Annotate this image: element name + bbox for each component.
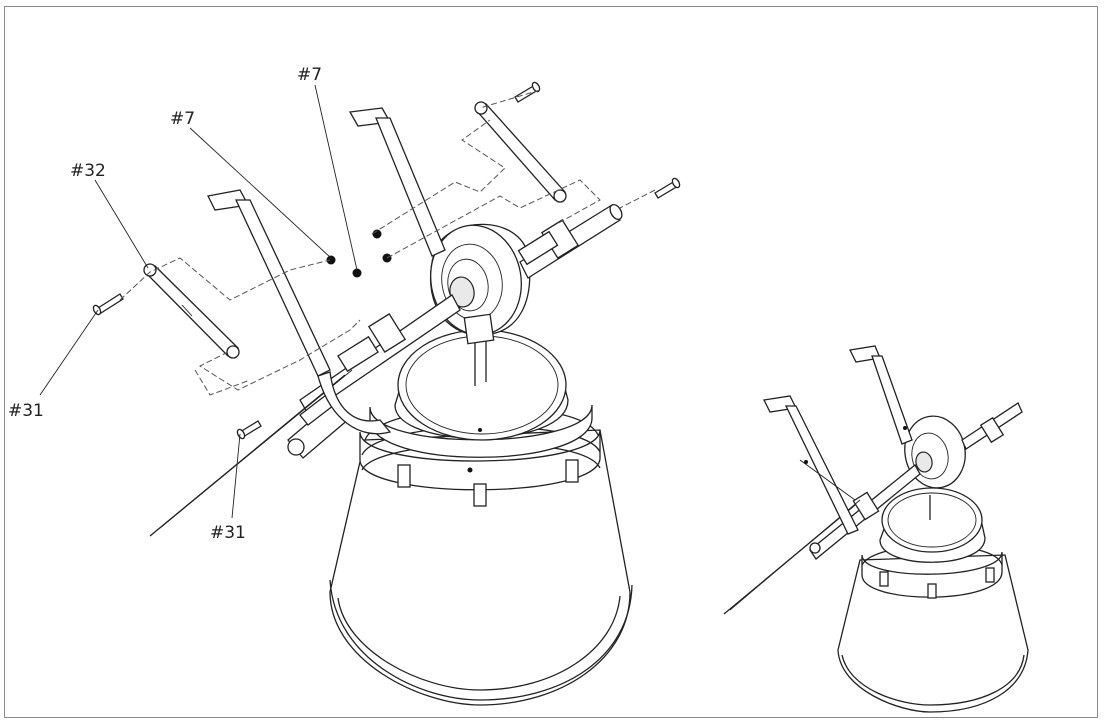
main-shaft (299, 203, 623, 415)
callout-leaders (39, 84, 358, 519)
left-arm (207, 189, 392, 435)
callout-link-32: #32 (70, 161, 106, 181)
nuts (326, 229, 392, 278)
assembly-guides (119, 89, 656, 396)
link-bar-left (143, 263, 240, 359)
screws (92, 81, 681, 440)
link-bar-right (474, 101, 567, 203)
right-arm (348, 107, 446, 257)
main-assembly (92, 81, 681, 706)
callout-screw-31-bottom: #31 (210, 523, 246, 543)
pivot-bracket (149, 369, 353, 537)
callout-nut-7-lower: #7 (170, 109, 195, 129)
bucket-base (329, 329, 633, 706)
callout-nut-7-upper: #7 (297, 65, 322, 85)
assembled-view (723, 345, 1029, 713)
callout-screw-31-left: #31 (8, 401, 44, 421)
